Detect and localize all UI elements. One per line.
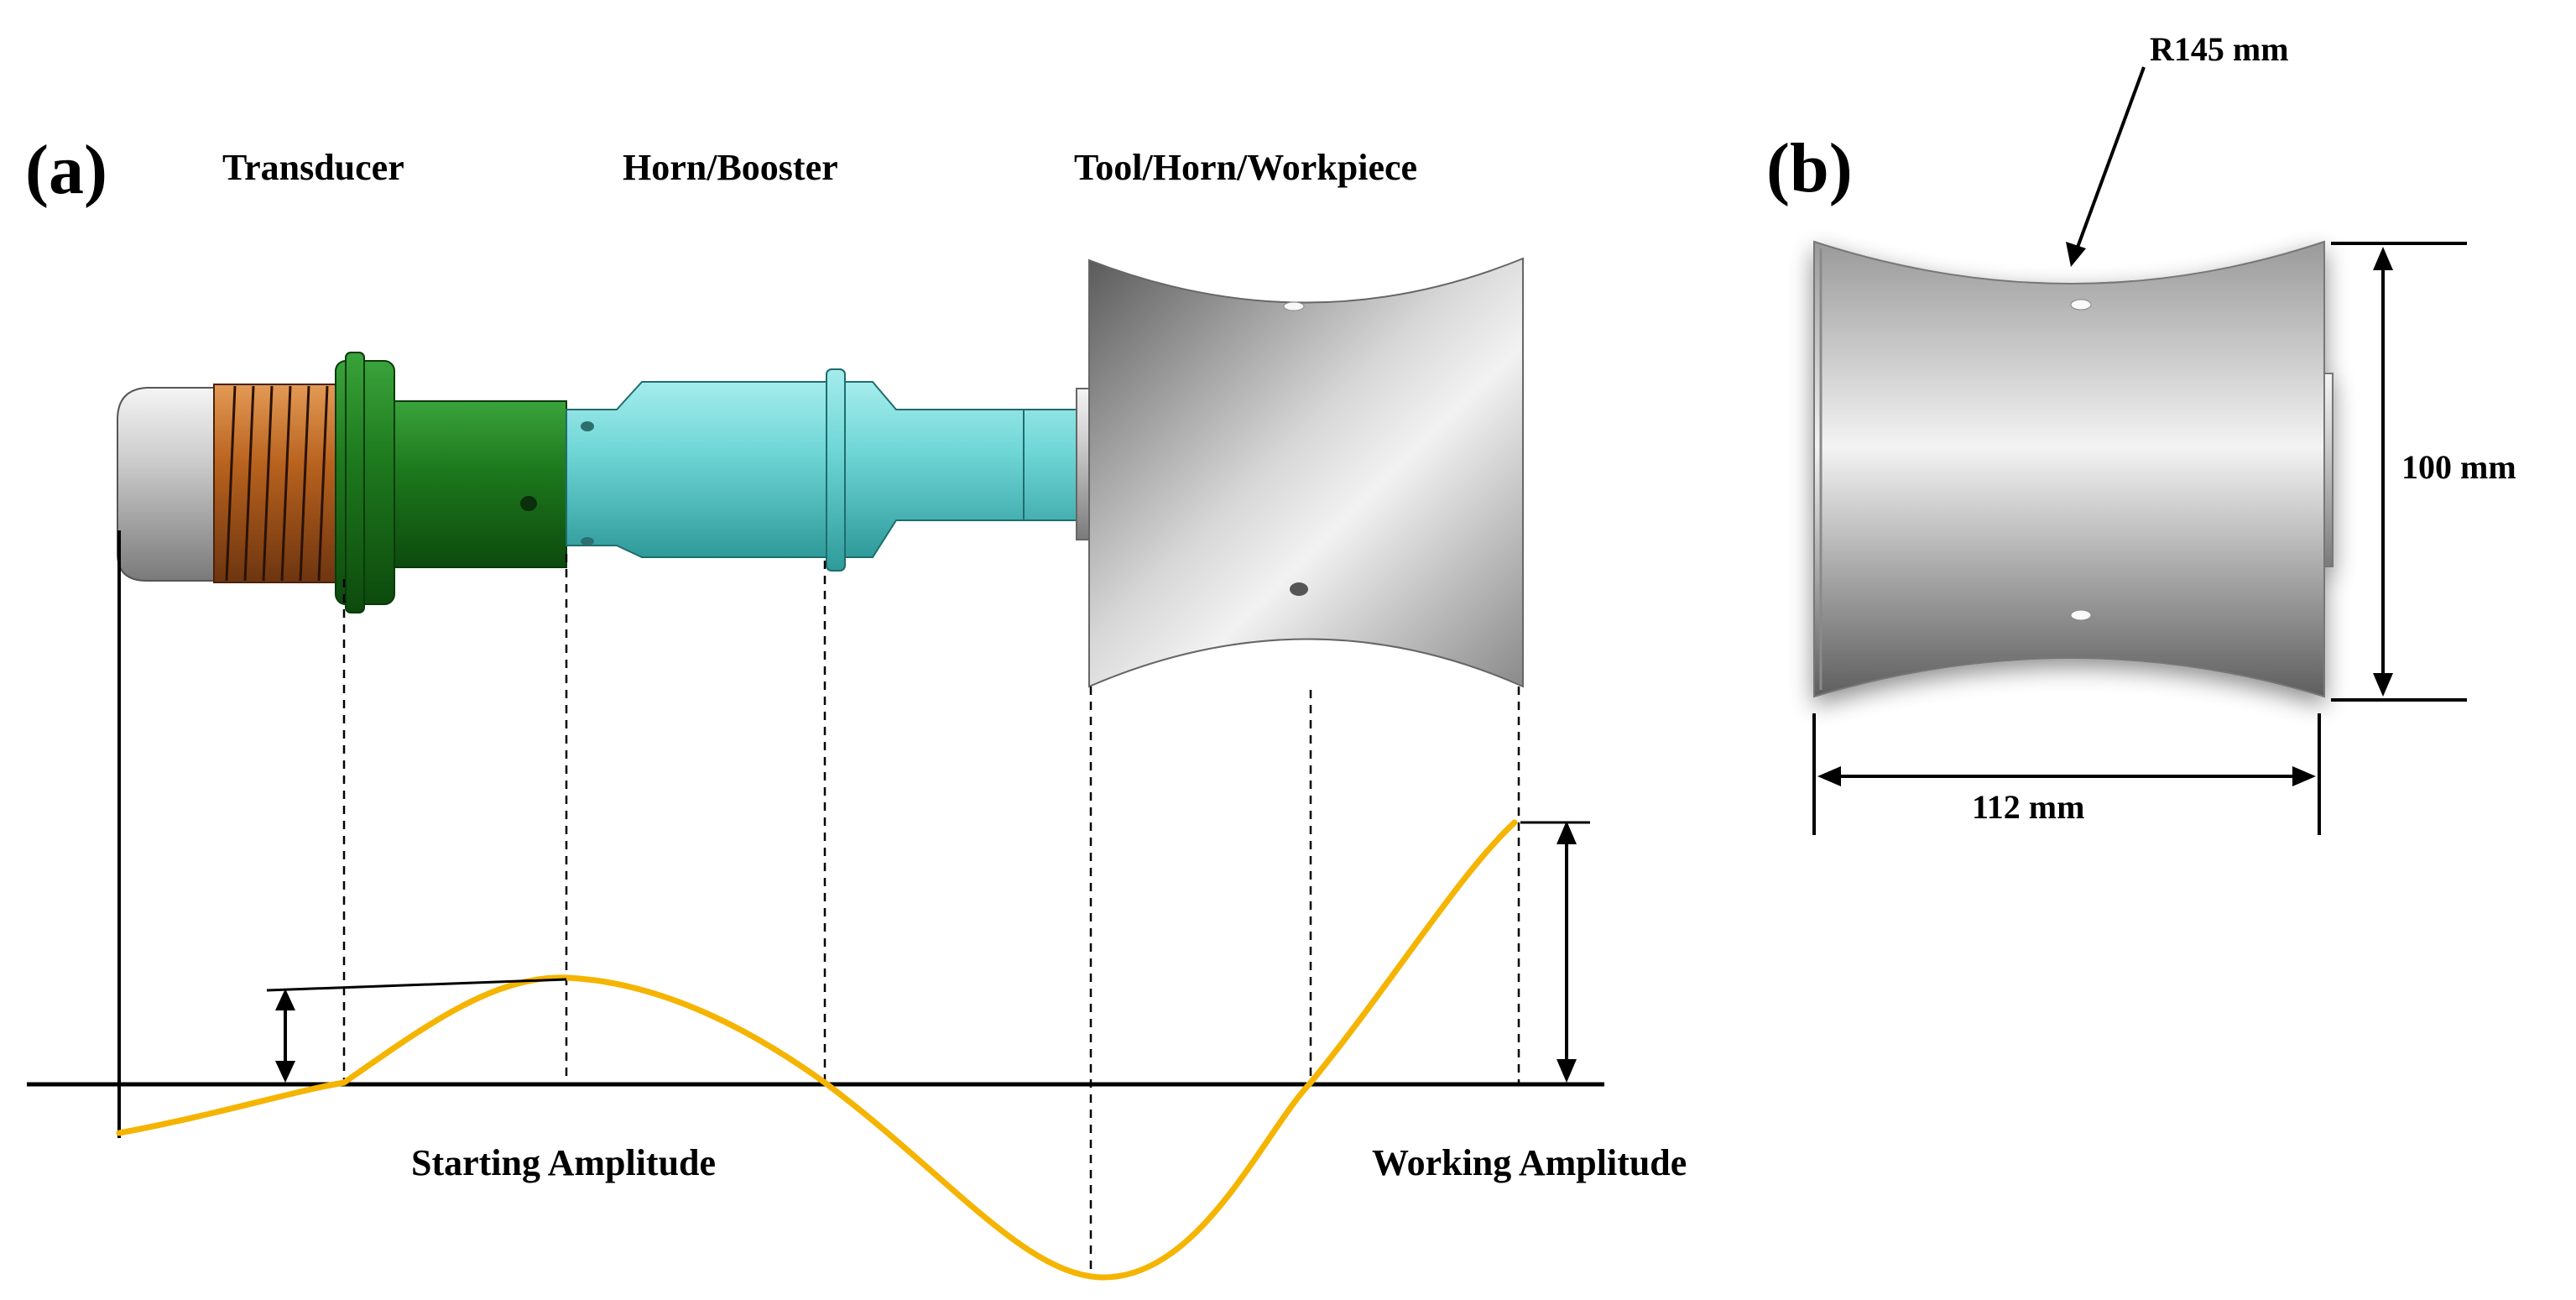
tool-roller-detail	[1813, 240, 2334, 698]
radius-label: R145 mm	[2150, 30, 2289, 68]
height-dimension-arrow-icon	[2331, 242, 2467, 702]
starting-amplitude-label: Starting Amplitude	[411, 1142, 716, 1183]
transducer-label: Transducer	[222, 147, 404, 188]
width-label: 112 mm	[1972, 788, 2084, 826]
transducer-green-section	[335, 352, 567, 613]
amplitude-baseline	[27, 530, 1604, 1138]
panel-a-label: (a)	[25, 131, 107, 209]
transducer-coil	[213, 384, 349, 583]
dashed-guide-lines	[342, 554, 1520, 1276]
tool-label: Tool/Horn/Workpiece	[1074, 147, 1417, 188]
working-amplitude-label: Working Amplitude	[1372, 1142, 1687, 1183]
booster-horn	[566, 368, 1079, 572]
working-amplitude-arrow-icon	[1520, 821, 1590, 1083]
booster-label: Horn/Booster	[623, 147, 838, 188]
width-dimension-arrow-icon	[1812, 713, 2321, 835]
radius-leader-arrow-icon	[2066, 66, 2146, 267]
starting-amplitude-arrow-icon	[266, 978, 567, 1083]
panel-b-label: (b)	[1766, 129, 1853, 207]
height-label: 100 mm	[2401, 448, 2516, 486]
amplitude-wave	[116, 819, 1518, 1281]
tool-roller	[1088, 257, 1524, 688]
transducer-end-cap	[117, 387, 215, 582]
